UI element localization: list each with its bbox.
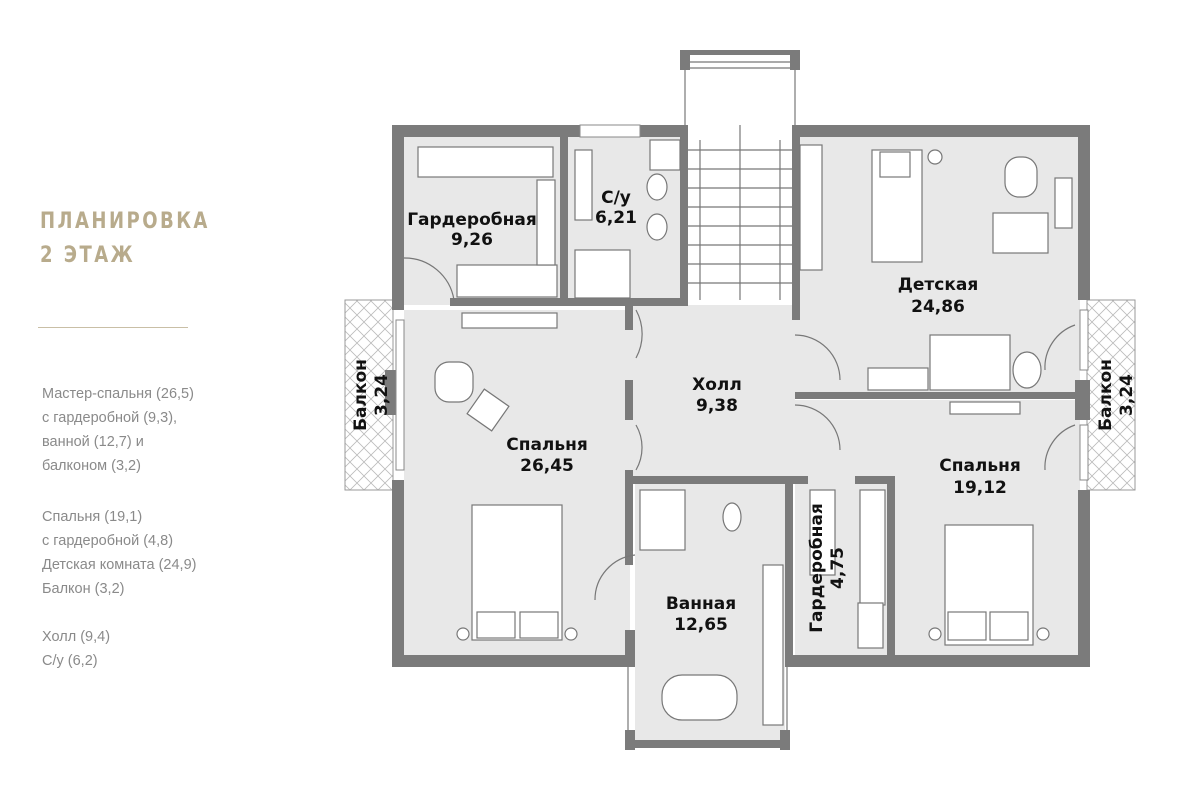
area-wardrobe-main: 9,26 xyxy=(451,230,493,250)
desc-line: с гардеробной (9,3), xyxy=(42,410,178,426)
page-title: ПЛАНИРОВКА 2 ЭТАЖ xyxy=(40,205,210,273)
label-balcony-left: Балкон xyxy=(351,359,371,431)
area-wardrobe-small: 4,75 xyxy=(828,547,848,589)
label-bedroom: Спальня xyxy=(939,456,1021,476)
label-wardrobe-small: Гардеробная xyxy=(807,503,827,633)
desc-line: балконом (3,2) xyxy=(42,458,141,474)
furniture xyxy=(403,139,1076,726)
area-bathroom: 12,65 xyxy=(674,615,728,635)
area-hall: 9,38 xyxy=(696,396,738,416)
walls xyxy=(385,125,1090,667)
title-line-2: 2 ЭТАЖ xyxy=(40,243,136,268)
divider xyxy=(38,327,188,328)
desc-line: Спальня (19,1) xyxy=(42,509,143,525)
title-line-1: ПЛАНИРОВКА xyxy=(40,209,210,234)
area-wc: 6,21 xyxy=(595,208,637,228)
label-wc: С/у xyxy=(601,188,631,208)
desk xyxy=(992,212,1049,254)
desc-line: С/у (6,2) xyxy=(42,653,98,669)
area-kids: 24,86 xyxy=(911,297,965,317)
desc-line: Балкон (3,2) xyxy=(42,581,125,597)
label-master-bedroom: Спальня xyxy=(506,435,588,455)
label-kids: Детская xyxy=(898,275,979,295)
armchair xyxy=(434,361,474,403)
label-wardrobe-main: Гардеробная xyxy=(407,210,537,230)
room-hall xyxy=(630,305,795,480)
label-hall: Холл xyxy=(692,375,742,395)
room-bedroom xyxy=(795,400,1080,655)
bathtub xyxy=(661,674,738,721)
desc-line: Детская комната (24,9) xyxy=(42,557,197,573)
area-balcony-left: 3,24 xyxy=(372,374,392,416)
stair-bay xyxy=(680,50,800,130)
desc-line: ванной (12,7) и xyxy=(42,434,144,450)
area-bedroom: 19,12 xyxy=(953,478,1007,498)
area-balcony-right: 3,24 xyxy=(1117,374,1137,416)
tv-unit xyxy=(461,312,558,329)
description-hall: Холл (9,4) С/у (6,2) xyxy=(42,625,110,673)
sofa xyxy=(929,334,1011,391)
description-bedroom: Спальня (19,1) с гардеробной (4,8) Детск… xyxy=(42,505,196,601)
desc-line: Мастер-спальня (26,5) xyxy=(42,386,194,402)
area-master-bedroom: 26,45 xyxy=(520,456,574,476)
staircase xyxy=(699,125,781,300)
label-bathroom: Ванная xyxy=(666,594,736,614)
desc-line: Холл (9,4) xyxy=(42,629,111,645)
label-balcony-right: Балкон xyxy=(1096,359,1116,431)
description-master: Мастер-спальня (26,5) с гардеробной (9,3… xyxy=(42,382,194,478)
desc-line: с гардеробной (4,8) xyxy=(42,533,174,549)
